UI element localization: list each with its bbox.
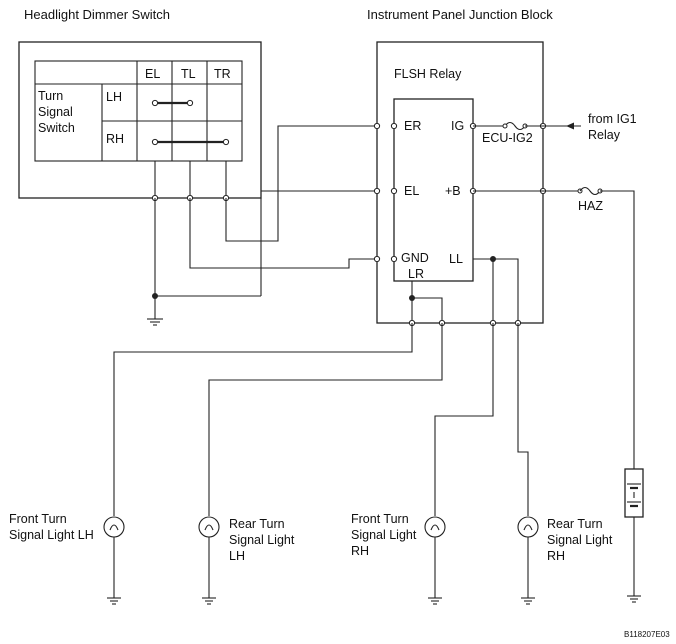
col-tl-label: TL xyxy=(181,67,196,81)
fuse-ecu-label: ECU-IG2 xyxy=(482,131,533,145)
diagram-code: B118207E03 xyxy=(624,630,670,639)
wire-front-rh xyxy=(434,323,494,516)
wire-tl xyxy=(189,198,377,269)
row-rh-label: RH xyxy=(106,132,124,146)
lamp-front-rh-line2: Signal Light xyxy=(351,528,417,542)
fuse-haz xyxy=(579,186,601,196)
lh-connection xyxy=(151,99,194,107)
col-el-label: EL xyxy=(145,67,160,81)
turn-signal-label-3: Switch xyxy=(38,121,75,135)
fuse-haz-label: HAZ xyxy=(578,199,603,213)
battery-icon xyxy=(624,468,644,518)
switch-table xyxy=(34,60,243,162)
wire-haz xyxy=(600,190,635,469)
ground-symbol xyxy=(147,318,163,326)
row-lh-label: LH xyxy=(106,90,122,104)
lamp-front-rh-line1: Front Turn xyxy=(351,512,409,526)
dimmer-switch-title: Headlight Dimmer Switch xyxy=(24,7,170,22)
lamp-rear-rh xyxy=(517,516,539,605)
source-line1: from IG1 xyxy=(588,112,637,126)
arrow-icon xyxy=(566,122,574,130)
lamp-rear-rh-line2: Signal Light xyxy=(547,533,613,547)
lamp-front-rh xyxy=(424,516,446,605)
pin-lr-label: LR xyxy=(408,267,424,281)
lamp-rear-lh-line1: Rear Turn xyxy=(229,517,285,531)
wire-ll xyxy=(473,258,519,323)
junction-block-title: Instrument Panel Junction Block xyxy=(367,7,553,22)
turn-signal-label-1: Turn xyxy=(38,89,63,103)
pin-ig-label: IG xyxy=(451,119,464,133)
lamp-front-lh-line1: Front Turn xyxy=(9,512,67,526)
switch-terminals xyxy=(151,161,230,202)
wire-front-lh xyxy=(113,323,413,516)
col-tr-label: TR xyxy=(214,67,231,81)
dimmer-switch-box xyxy=(18,41,262,199)
pin-el-label: EL xyxy=(404,184,419,198)
lamp-rear-rh-line1: Rear Turn xyxy=(547,517,603,531)
lamp-rear-lh-line3: LH xyxy=(229,549,245,563)
source-line2: Relay xyxy=(588,128,621,142)
junction-block-box xyxy=(376,41,544,324)
wire-er xyxy=(225,125,377,242)
pin-ll-label: LL xyxy=(449,252,463,266)
pin-er-label: ER xyxy=(404,119,421,133)
lamp-front-lh-line2: Signal Light LH xyxy=(9,528,94,542)
lamp-rear-lh-line2: Signal Light xyxy=(229,533,295,547)
wire-rear-rh xyxy=(517,323,529,516)
lamp-rear-rh-line3: RH xyxy=(547,549,565,563)
pin-b-label: +B xyxy=(445,184,461,198)
fuse-ecu-ig2 xyxy=(504,121,526,131)
lamp-front-lh xyxy=(103,516,125,605)
lamp-front-rh-line3: RH xyxy=(351,544,369,558)
flsh-relay-label: FLSH Relay xyxy=(394,67,462,81)
rh-connection xyxy=(151,138,230,146)
wire-rear-lh xyxy=(208,323,443,516)
battery-ground-symbol xyxy=(627,595,641,603)
turn-signal-label-2: Signal xyxy=(38,105,73,119)
lamp-rear-lh xyxy=(198,516,220,605)
ground-junction-dot xyxy=(152,293,158,299)
pin-gnd-label: GND xyxy=(401,251,429,265)
